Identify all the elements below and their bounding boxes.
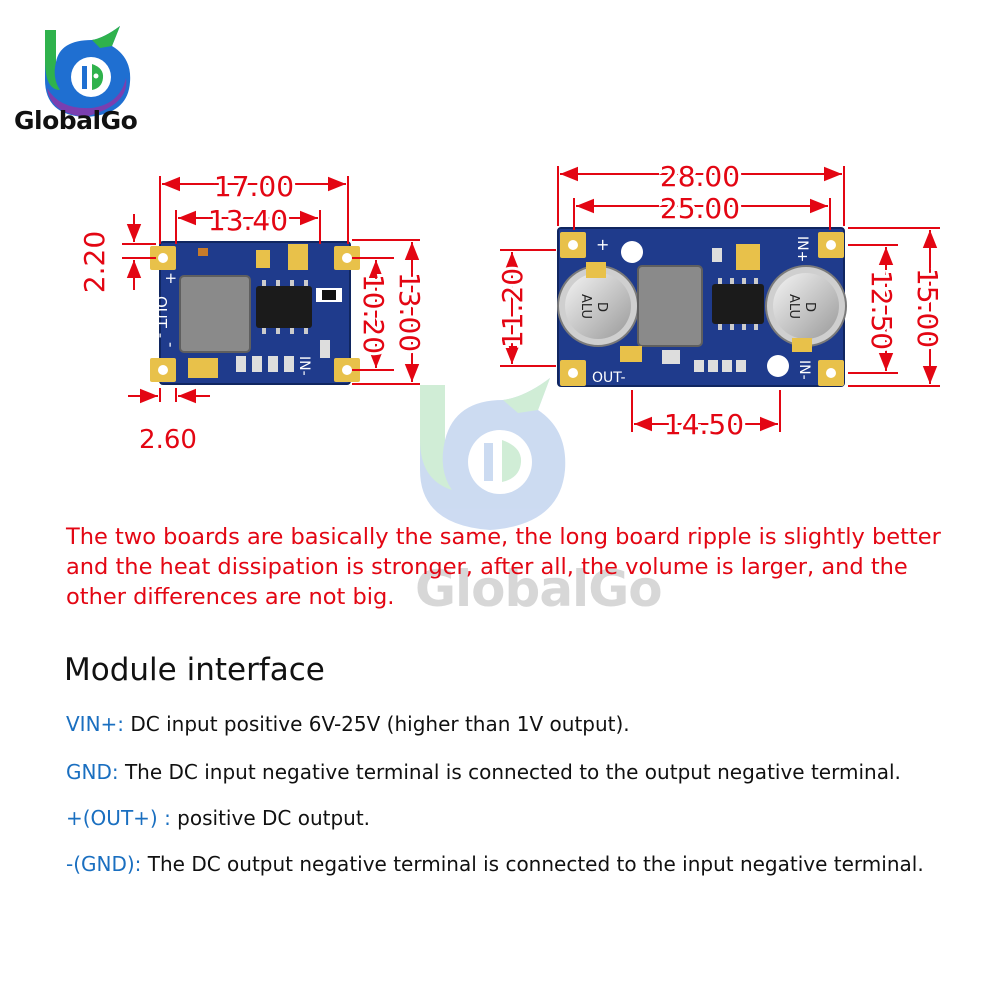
small-board-in-minus-label: IN-	[296, 356, 312, 376]
comparison-note: The two boards are basically the same, t…	[66, 524, 941, 610]
large-board-dimensions	[500, 166, 940, 432]
interface-term: -(GND):	[66, 852, 142, 876]
interface-item: +(OUT+) : positive DC output.	[66, 806, 370, 830]
right-capacitor-d: D	[802, 302, 817, 312]
small-board-minus-label: -	[162, 342, 180, 347]
dim-small-hole-offset-x: 2.60	[139, 425, 197, 455]
section-heading: Module interface	[64, 652, 325, 688]
dim-large-left-height: 11.20	[496, 268, 529, 348]
dim-large-hole-spacing-y: 12.50	[865, 270, 898, 350]
left-capacitor-d: D	[594, 302, 609, 312]
left-capacitor-label: ALU	[578, 294, 593, 319]
interface-desc: The DC output negative terminal is conne…	[141, 852, 924, 876]
interface-term: GND:	[66, 760, 119, 784]
watermark-logo	[420, 378, 566, 530]
interface-desc: DC input positive 6V-25V (higher than 1V…	[124, 712, 630, 736]
dim-small-hole-offset-y: 2.20	[78, 231, 111, 293]
small-board	[150, 241, 360, 385]
dim-small-hole-spacing-y: 10.20	[357, 274, 390, 354]
small-board-dimensions	[122, 176, 420, 404]
dim-large-bottom-span: 14.50	[664, 408, 744, 441]
dim-large-overall-width: 28.00	[660, 160, 740, 193]
interface-desc: positive DC output.	[170, 806, 371, 830]
interface-term: VIN+:	[66, 712, 125, 736]
interface-item: GND: The DC input negative terminal is c…	[66, 760, 901, 784]
large-board-out-minus-label: OUT-	[592, 370, 626, 386]
small-board-out-label: OUT -	[152, 296, 170, 338]
large-board-in-plus-label: IN+	[794, 236, 810, 262]
interface-desc: The DC input negative terminal is connec…	[118, 760, 901, 784]
large-board-in-minus-label: IN-	[796, 360, 812, 380]
dim-small-hole-spacing-x: 13.40	[208, 204, 288, 237]
right-capacitor-label: ALU	[786, 294, 801, 319]
dim-small-overall-height: 13.00	[393, 272, 426, 352]
interface-item: -(GND): The DC output negative terminal …	[66, 852, 924, 876]
dim-small-overall-width: 17.00	[214, 170, 294, 203]
small-board-plus-label: +	[162, 272, 180, 285]
large-board	[557, 227, 847, 387]
watermark-text: GlobalGo	[415, 560, 663, 618]
dim-large-overall-height: 15.00	[911, 268, 944, 348]
globalgo-logo	[45, 26, 131, 117]
interface-item: VIN+: DC input positive 6V-25V (higher t…	[66, 712, 630, 736]
brand-name: GlobalGo	[14, 106, 138, 135]
dim-large-hole-spacing-x: 25.00	[660, 192, 740, 225]
large-board-plus-label: +	[596, 235, 609, 254]
interface-term: +(OUT+) :	[66, 806, 171, 830]
